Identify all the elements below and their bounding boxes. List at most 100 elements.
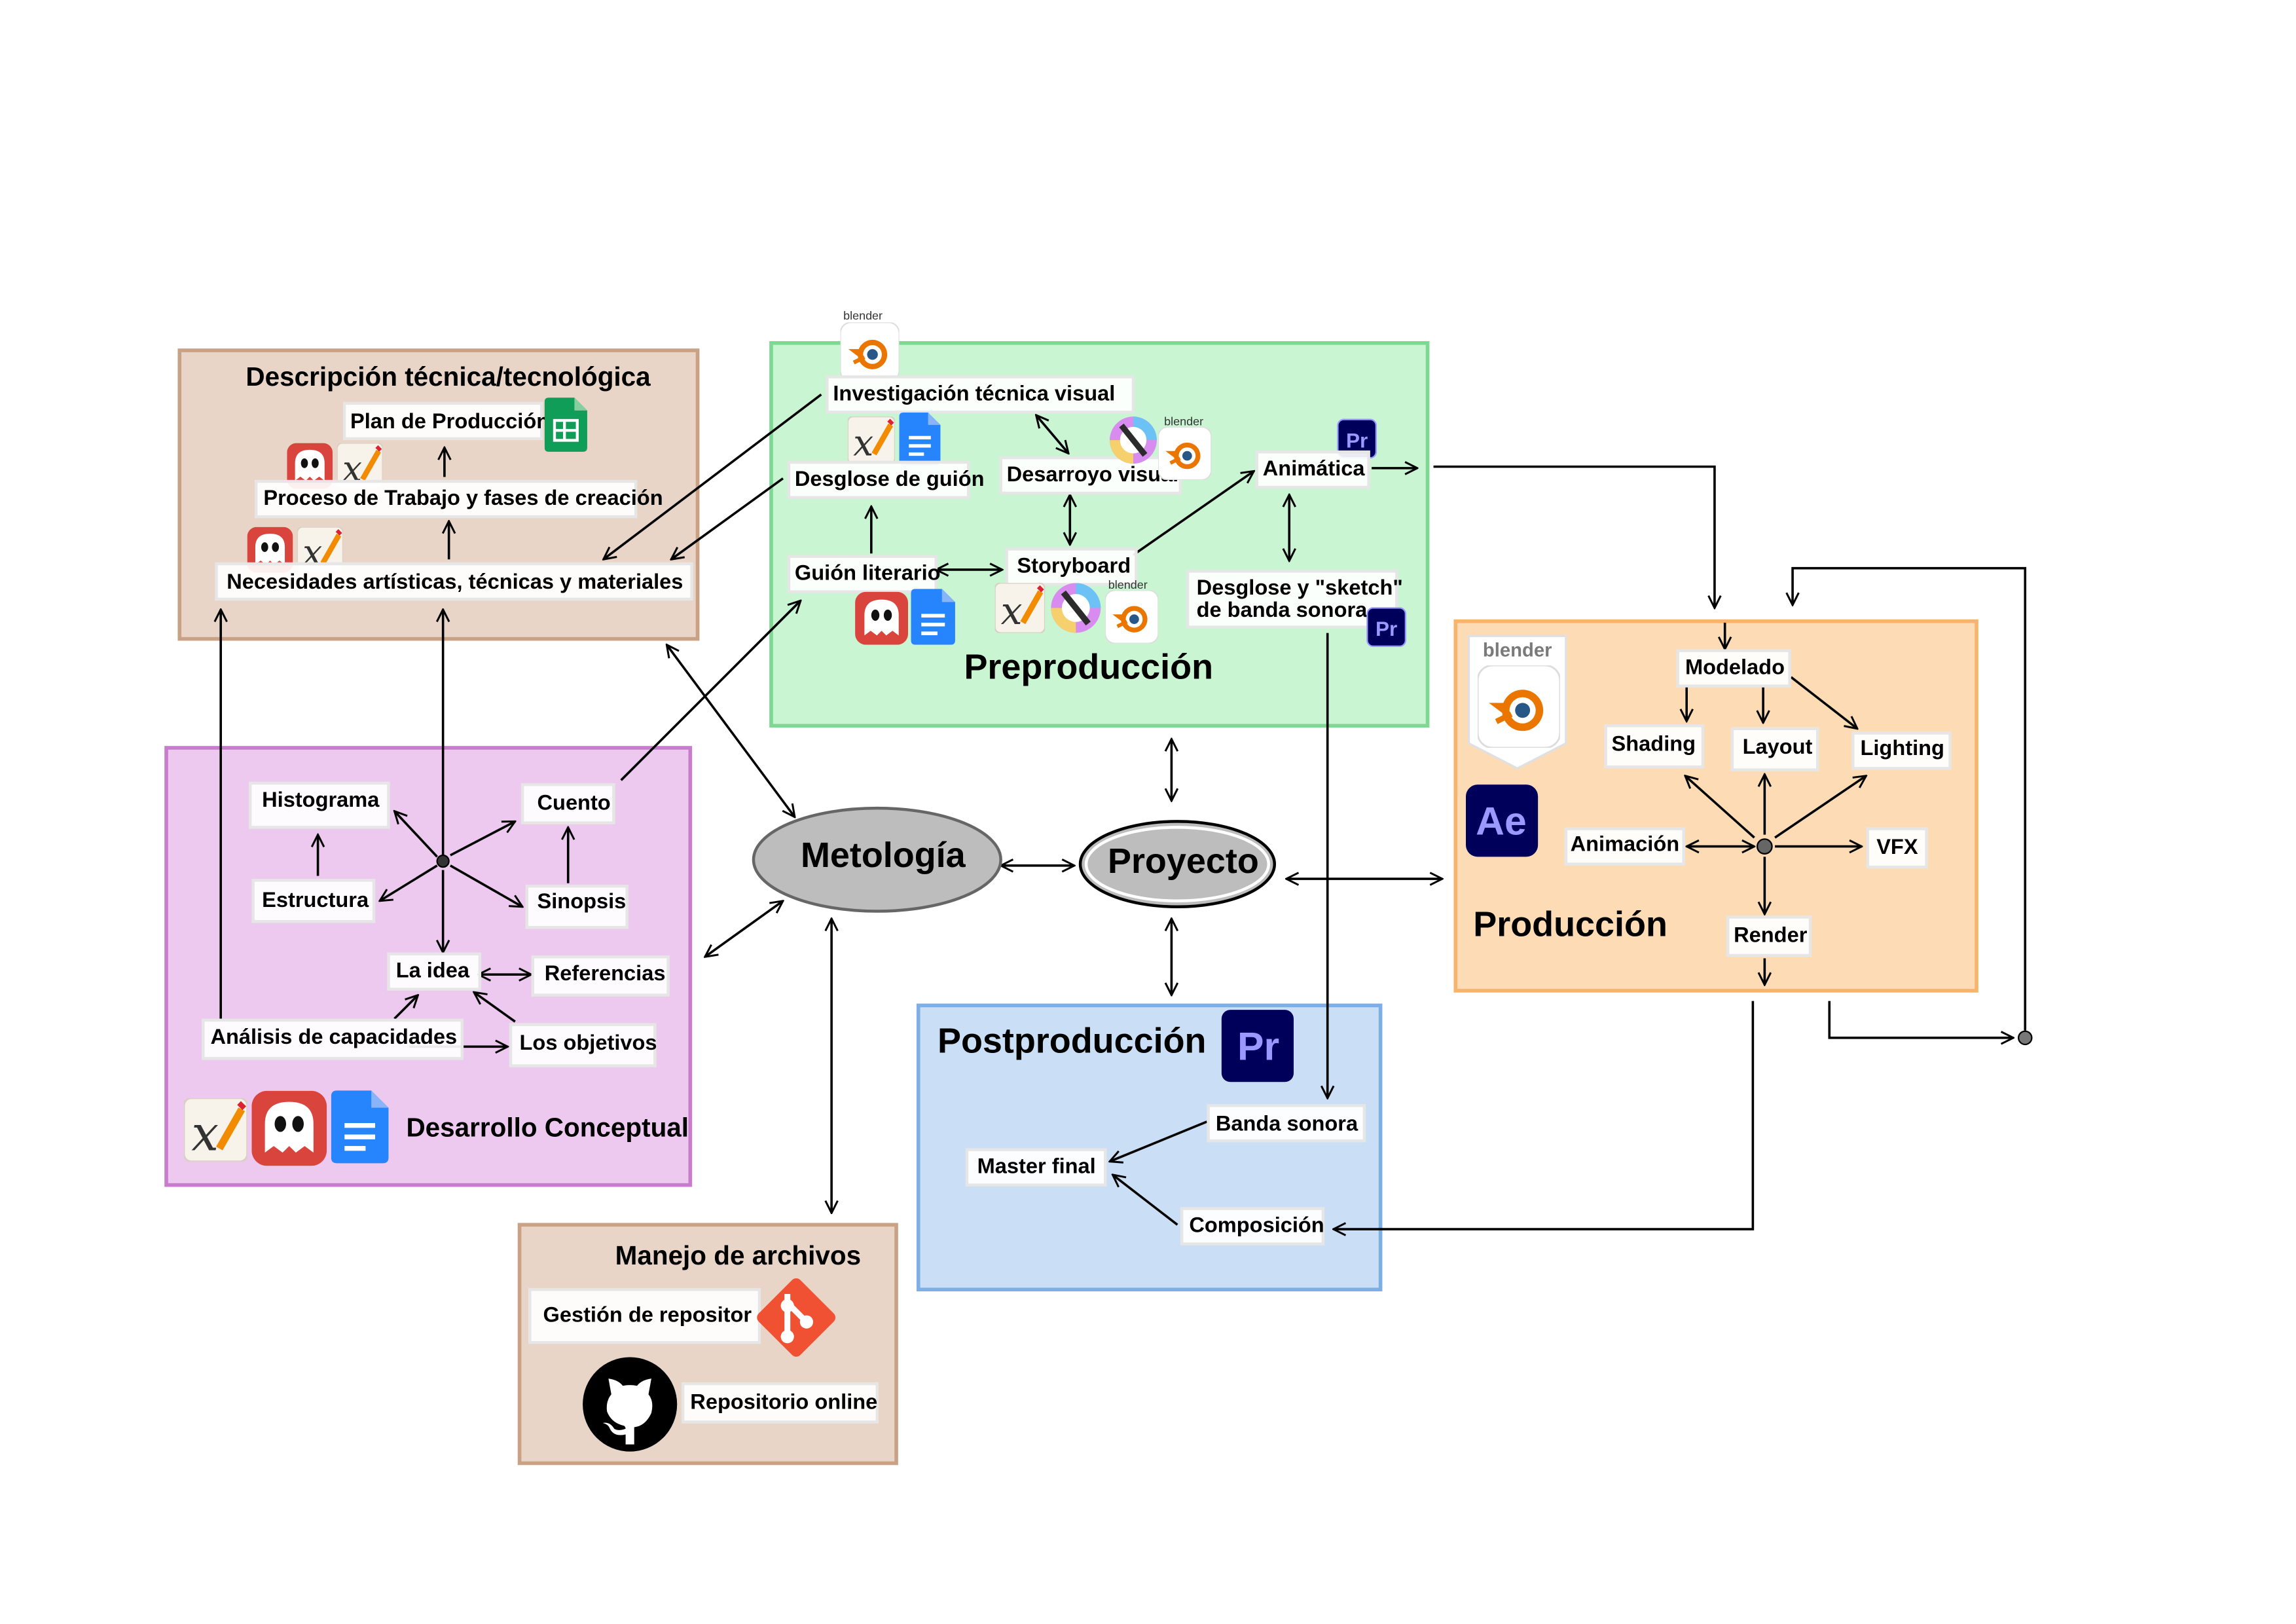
render-label: Render xyxy=(1734,923,1808,947)
proyecto-node xyxy=(1078,820,1277,909)
desglose-guion-label: Desglose de guión xyxy=(795,466,985,490)
banda-label-bg xyxy=(1207,1103,1366,1143)
files-title: Manejo de archivos xyxy=(615,1240,861,1270)
concept-junction-dot xyxy=(436,854,450,868)
blender-icon xyxy=(841,322,900,381)
blender-wordmark: blender xyxy=(843,309,883,322)
investigacion-label: Investigación técnica visual xyxy=(833,380,1115,405)
gestion-label: Gestión de repositor xyxy=(543,1302,752,1327)
desglose-sonido-label-bg xyxy=(1186,569,1398,629)
vfx-label-bg xyxy=(1866,827,1928,869)
online-label-bg xyxy=(681,1382,879,1424)
investigacion-label-bg xyxy=(826,375,1135,414)
analisis-label: Análisis de capacidades xyxy=(210,1024,457,1048)
modelado-label-bg xyxy=(1676,649,1791,688)
composicion-label-bg xyxy=(1180,1207,1325,1246)
google-sheets-icon xyxy=(545,397,587,452)
github-icon xyxy=(583,1357,678,1452)
ghost-app-icon xyxy=(855,591,909,645)
blender-wordmark: blender xyxy=(1108,578,1148,591)
xmind-icon xyxy=(848,416,895,464)
premiere-text: Pr xyxy=(1346,429,1368,452)
master-label-bg xyxy=(965,1148,1107,1187)
shading-label-bg xyxy=(1604,724,1705,769)
online-label: Repositorio online xyxy=(690,1389,877,1413)
animatica-label: Animática xyxy=(1263,456,1366,480)
histograma-label-bg xyxy=(248,781,390,829)
sinopsis-label: Sinopsis xyxy=(538,889,627,913)
layout-label-bg xyxy=(1730,727,1819,771)
premiere-icon xyxy=(1366,607,1406,647)
idea-label: La idea xyxy=(396,958,470,982)
plan-label-bg xyxy=(342,401,543,441)
plan-label: Plan de Producción xyxy=(350,409,549,433)
lighting-label-bg xyxy=(1851,731,1952,770)
desarrollo-visual-label: Desarroyo visual xyxy=(1007,462,1179,486)
after-effects-icon xyxy=(1466,784,1539,857)
necesidades-label-bg xyxy=(215,562,693,601)
blender-icon xyxy=(1105,590,1158,643)
layout-label: Layout xyxy=(1743,734,1813,758)
banda-label: Banda sonora xyxy=(1216,1111,1358,1135)
google-docs-icon xyxy=(331,1090,389,1164)
modelado-label: Modelado xyxy=(1685,655,1785,679)
premiere-text: Pr xyxy=(1376,618,1397,640)
concept-title: Desarrollo Conceptual xyxy=(406,1112,689,1142)
production-junction-dot xyxy=(1756,838,1773,855)
blender-icon xyxy=(1478,665,1560,748)
referencias-label: Referencias xyxy=(545,961,666,985)
xmind-icon xyxy=(995,583,1045,633)
production-title: Producción xyxy=(1473,905,1667,944)
metologia-node xyxy=(752,806,1002,913)
proceso-label-bg xyxy=(254,479,638,519)
guion-label: Guión literario xyxy=(795,561,941,585)
postproduction-title: Postproducción xyxy=(938,1021,1207,1060)
google-docs-icon xyxy=(911,589,955,645)
google-docs-icon xyxy=(899,413,941,465)
cuento-label-bg xyxy=(520,783,615,824)
render-label-bg xyxy=(1726,915,1812,957)
blender-logo-large: blender xyxy=(1467,635,1567,770)
gestion-label-bg xyxy=(528,1287,761,1344)
guion-label-bg xyxy=(787,555,938,593)
analisis-label-bg xyxy=(201,1018,464,1060)
tech-title: Descripción técnica/tecnológica xyxy=(246,361,651,392)
vfx-label: VFX xyxy=(1876,834,1918,858)
desglose-sonido-label-1: Desglose y "sketch" xyxy=(1197,575,1403,599)
lighting-label: Lighting xyxy=(1860,735,1944,760)
animacion-label-bg xyxy=(1564,827,1685,866)
desglose-guion-label-bg xyxy=(787,460,970,500)
objetivos-label-bg xyxy=(509,1023,657,1067)
metologia-label: Metología xyxy=(801,836,966,875)
shading-label: Shading xyxy=(1612,731,1696,755)
krita-icon xyxy=(1051,583,1101,633)
master-label: Master final xyxy=(977,1154,1096,1178)
proyecto-outline xyxy=(1084,826,1271,903)
xmind-icon xyxy=(184,1098,247,1162)
storyboard-label-bg xyxy=(1005,547,1138,586)
necesidades-label: Necesidades artísticas, técnicas y mater… xyxy=(227,569,683,593)
proyecto-label: Proyecto xyxy=(1108,841,1259,881)
ghost-app-icon xyxy=(251,1090,327,1166)
animatica-label-bg xyxy=(1255,450,1370,489)
blender-wordmark: blender xyxy=(1483,640,1552,661)
estructura-label: Estructura xyxy=(262,887,369,912)
proceso-label: Proceso de Trabajo y fases de creación xyxy=(263,485,663,509)
premiere-icon xyxy=(1221,1010,1294,1082)
objetivos-label: Los objetivos xyxy=(520,1030,657,1054)
krita-icon xyxy=(1110,416,1157,464)
connections xyxy=(221,394,2027,1229)
after-effects-text: Ae xyxy=(1476,799,1527,843)
sinopsis-label-bg xyxy=(525,885,629,929)
histograma-label: Histograma xyxy=(262,787,380,811)
composicion-label: Composición xyxy=(1189,1213,1324,1237)
premiere-text: Pr xyxy=(1237,1024,1279,1069)
blender-icon xyxy=(1158,427,1211,480)
desglose-sonido-label-2: de banda sonora xyxy=(1197,597,1368,621)
animacion-label: Animación xyxy=(1571,831,1680,855)
idea-label-bg xyxy=(387,952,482,991)
preproduction-title: Preproducción xyxy=(964,647,1213,686)
blender-wordmark: blender xyxy=(1164,415,1203,428)
loop-junction-dot xyxy=(2018,1030,2033,1046)
